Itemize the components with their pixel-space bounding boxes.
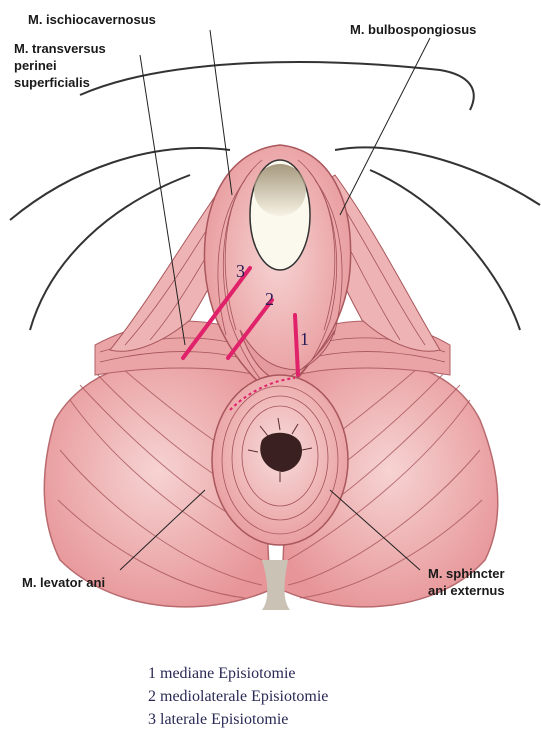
label-bulbospongiosus: M. bulbospongiosus [350,21,476,38]
sphincter-ani-muscle [212,375,348,545]
perineum-illustration: 1 2 3 [0,0,541,650]
episiotomy-legend: 1 mediane Episiotomie 2 mediolaterale Ep… [148,662,328,731]
label-ischiocavernosus: M. ischiocavernosus [28,11,156,28]
legend-item-3: 3 laterale Episiotomie [148,708,328,731]
label-levator-ani: M. levator ani [22,574,105,591]
marker-1: 1 [300,329,309,349]
marker-3: 3 [236,261,245,281]
legend-item-1: 1 mediane Episiotomie [148,662,328,685]
vaginal-opening [250,160,310,270]
label-sphincter-ani: M. sphincter ani externus [428,565,505,599]
marker-2: 2 [265,289,274,309]
legend-item-2: 2 mediolaterale Episiotomie [148,685,328,708]
label-transversus-perinei: M. transversus perinei superficialis [14,40,106,91]
